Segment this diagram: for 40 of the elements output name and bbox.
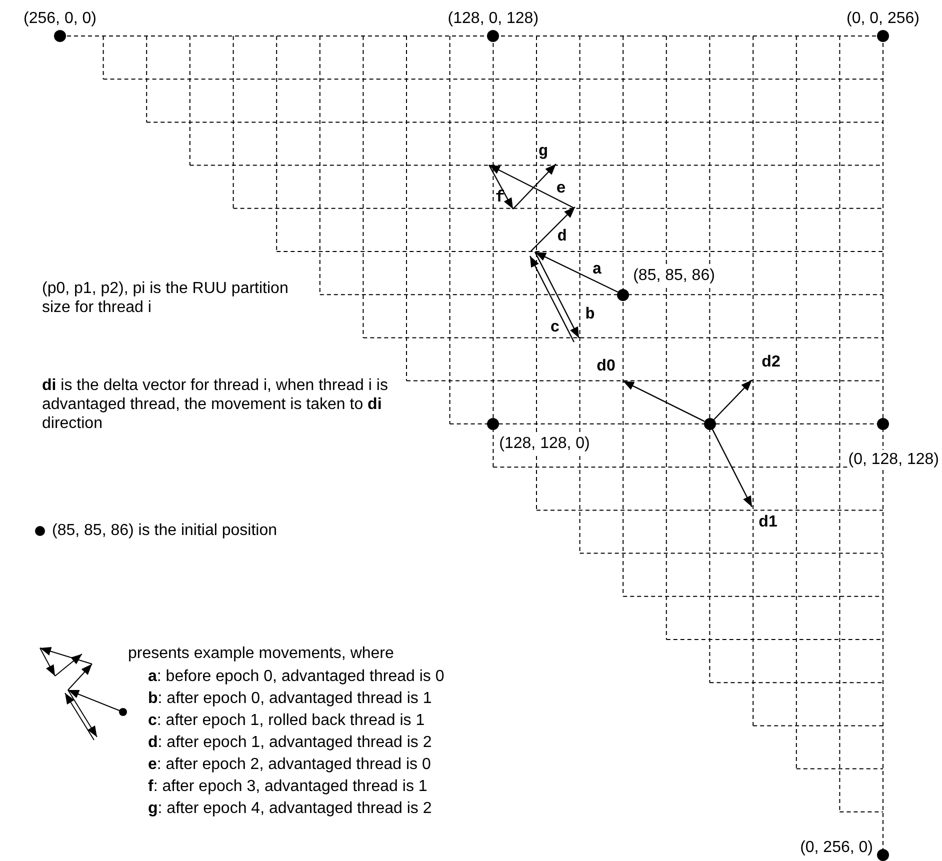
arrow bbox=[713, 380, 752, 420]
point-marker bbox=[487, 418, 500, 430]
point-marker bbox=[487, 30, 500, 42]
point-marker bbox=[877, 30, 889, 42]
movement-label: c bbox=[550, 318, 560, 338]
legend-text: presents example movements, where bbox=[128, 644, 394, 663]
coordinate-label: (128, 0, 128) bbox=[448, 9, 539, 28]
legend-item-text: d: after epoch 1, advantaged thread is 2 bbox=[148, 733, 432, 752]
movement-label: f bbox=[495, 188, 505, 208]
arrow bbox=[534, 251, 618, 293]
point-marker bbox=[877, 849, 889, 861]
movement-label: b bbox=[585, 306, 595, 324]
edge-label: d1 bbox=[758, 512, 778, 532]
legend-item-text: b: after epoch 0, advantaged thread is 1 bbox=[148, 689, 432, 708]
edge-label: d0 bbox=[596, 356, 616, 376]
point-marker bbox=[877, 418, 889, 430]
arrow bbox=[712, 429, 753, 508]
coordinate-label: (85, 85, 86) bbox=[633, 266, 715, 285]
coordinate-label: (0, 0, 256) bbox=[846, 9, 920, 28]
note-text: di is the delta vector for thread i, when thread i is advantaged thread, the movement is taken to di direction bbox=[42, 376, 389, 433]
point-marker bbox=[704, 418, 716, 430]
movement-label: g bbox=[538, 142, 548, 162]
legend-item-text: c: after epoch 1, rolled back thread is 1 bbox=[148, 711, 425, 730]
movement-label: e bbox=[556, 180, 566, 198]
note-text: (p0, p1, p2), pi is the RUU partition size for thread i bbox=[42, 279, 290, 317]
arrow bbox=[622, 380, 705, 422]
point-marker bbox=[617, 288, 630, 301]
point-marker bbox=[54, 30, 66, 42]
movement-label: d bbox=[557, 228, 567, 246]
coordinate-label: (256, 0, 0) bbox=[24, 9, 96, 28]
coordinate-label: (0, 256, 0) bbox=[800, 838, 873, 857]
edge-label: d2 bbox=[762, 352, 780, 372]
legend-item-text: g: after epoch 4, advantaged thread is 2 bbox=[148, 799, 432, 818]
coordinate-label: (0, 128, 128) bbox=[848, 450, 939, 469]
edge-label: a bbox=[592, 260, 602, 280]
legend-item-text: a: before epoch 0, advantaged thread is 0 bbox=[148, 667, 444, 686]
legend-item-text: f: after epoch 3, advantaged thread is 1 bbox=[148, 777, 428, 796]
legend-text: (85, 85, 86) is the initial position bbox=[52, 521, 278, 540]
legend-item-text: e: after epoch 2, advantaged thread is 0 bbox=[148, 755, 431, 774]
coordinate-label: (128, 128, 0) bbox=[499, 434, 590, 453]
